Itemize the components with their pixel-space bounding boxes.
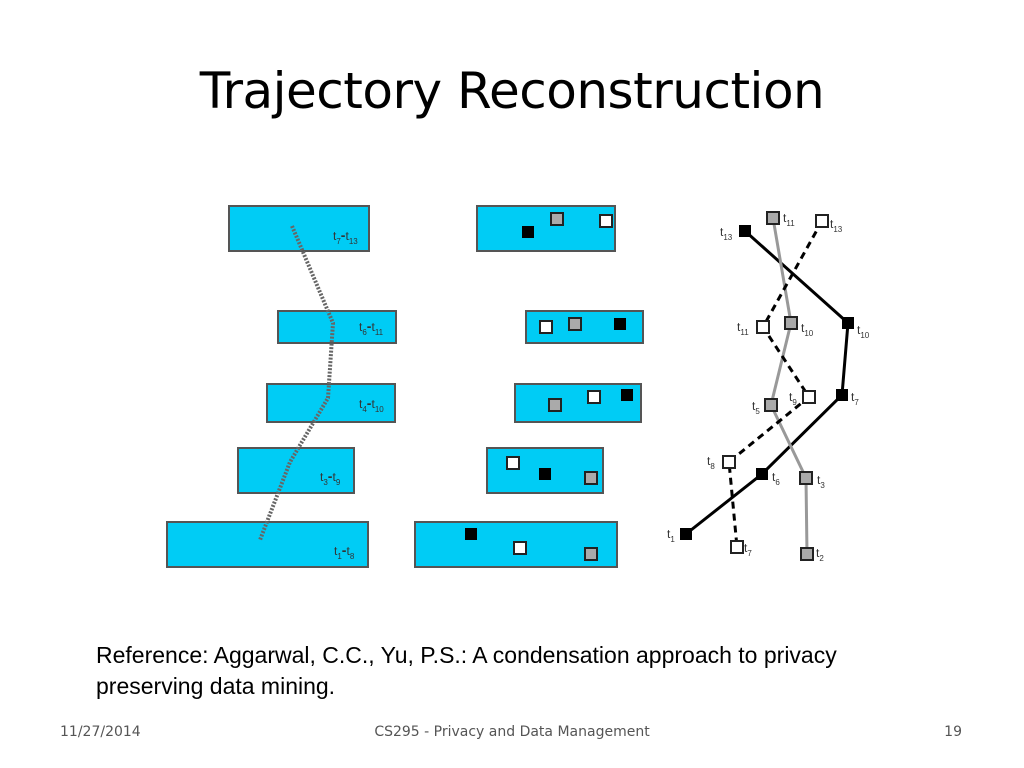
black-point — [539, 468, 551, 480]
point-label: t7 — [744, 541, 752, 558]
range-box — [166, 521, 369, 568]
trajectories-panel: t13 t10 t7 t6 t1 t11 t10 t5 t3 t2 t13 t1… — [667, 211, 870, 563]
white-point — [539, 320, 553, 334]
point-label: t13 — [830, 217, 843, 234]
black-point — [621, 389, 633, 401]
reference-line: preserving data mining. — [96, 673, 336, 699]
black-point — [739, 225, 751, 237]
black-point — [680, 528, 692, 540]
black-point — [836, 389, 848, 401]
point-label: t7 — [851, 390, 859, 407]
range-box — [277, 310, 397, 344]
white-point — [599, 214, 613, 228]
slide-title: Trajectory Reconstruction — [199, 62, 825, 120]
point-label: t8 — [707, 454, 715, 471]
points-box — [476, 205, 616, 252]
white-point — [513, 541, 527, 555]
footer-date: 11/27/2014 — [60, 724, 141, 740]
white-point — [722, 455, 736, 469]
gray-point — [766, 211, 780, 225]
point-label: t3 — [817, 473, 825, 490]
point-label: t11 — [783, 211, 795, 228]
point-label: t1 — [667, 527, 675, 544]
trajectory-diagram: t7-t13 t6-t11 t4-t10 t3-t9 t1-t8 — [166, 205, 870, 568]
footer-page-number: 19 — [944, 724, 962, 740]
white-point — [730, 540, 744, 554]
black-point — [522, 226, 534, 238]
point-label: t2 — [816, 546, 824, 563]
white-point — [587, 390, 601, 404]
point-label: t11 — [737, 320, 749, 337]
gray-point — [550, 212, 564, 226]
reference-line: Reference: Aggarwal, C.C., Yu, P.S.: A c… — [96, 642, 837, 668]
black-point — [756, 468, 768, 480]
white-point — [802, 390, 816, 404]
reference-text: Reference: Aggarwal, C.C., Yu, P.S.: A c… — [96, 640, 956, 702]
footer-course: CS295 - Privacy and Data Management — [374, 724, 650, 740]
white-point — [506, 456, 520, 470]
range-boxes-panel: t7-t13 t6-t11 t4-t10 t3-t9 t1-t8 — [166, 205, 397, 568]
point-label: t13 — [720, 225, 733, 242]
range-box — [266, 383, 396, 423]
gray-point — [548, 398, 562, 412]
white-point — [756, 320, 770, 334]
reconstructed-path — [258, 225, 336, 541]
gray-point — [584, 547, 598, 561]
points-box — [514, 383, 642, 423]
gray-point — [568, 317, 582, 331]
black-point — [614, 318, 626, 330]
point-label: t9 — [789, 390, 797, 407]
gray-point — [764, 398, 778, 412]
gray-point — [800, 547, 814, 561]
point-label: t6 — [772, 470, 780, 487]
point-label: t10 — [801, 321, 814, 338]
point-label: t5 — [752, 399, 760, 416]
gray-point — [799, 471, 813, 485]
black-point — [465, 528, 477, 540]
point-label: t10 — [857, 323, 870, 340]
condensed-points-panel — [414, 205, 644, 568]
gray-point — [584, 471, 598, 485]
black-point — [842, 317, 854, 329]
gray-point — [784, 316, 798, 330]
white-point — [815, 214, 829, 228]
